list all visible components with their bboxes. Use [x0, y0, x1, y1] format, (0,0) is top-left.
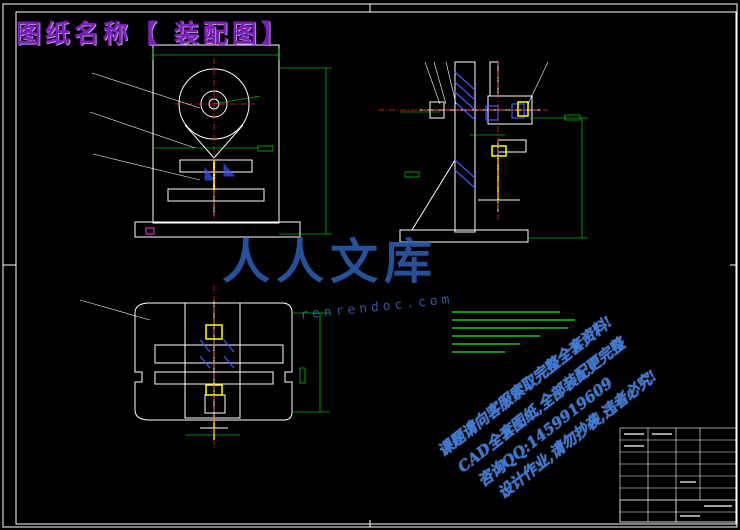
top-hatching [199, 339, 235, 369]
top-leaders [79, 299, 151, 321]
side-view [399, 61, 540, 243]
watermark-logo: 人人文库 [222, 234, 439, 290]
top-dimensions [185, 312, 330, 436]
front-upright-plate [152, 44, 280, 224]
top-crossbar-upper [154, 344, 284, 364]
side-vertical-post [489, 61, 499, 97]
top-nut-block [204, 394, 226, 414]
front-lower-bar [167, 188, 265, 202]
side-support-diagonal [411, 159, 456, 231]
side-dimensions [400, 111, 588, 239]
side-centerlines [378, 60, 548, 220]
front-centerlines [175, 58, 255, 222]
front-dimensions [152, 42, 332, 235]
title-block [619, 427, 737, 523]
front-view [134, 44, 301, 238]
front-hatch-left [204, 166, 215, 181]
side-base-plate [399, 229, 529, 243]
front-magenta-feature [145, 227, 155, 235]
top-base-outline [134, 302, 293, 421]
drawing-title-banner: 图纸名称【 装配图】 [16, 19, 290, 48]
side-upright-plate [454, 61, 476, 233]
side-yellow-parts [491, 101, 529, 200]
front-clamp-bar [179, 159, 253, 173]
front-hatch-right [223, 162, 236, 177]
front-base-plate [134, 221, 301, 238]
side-leaders [424, 61, 549, 105]
title-block-fill-marks [624, 433, 732, 517]
front-leaders [89, 72, 201, 181]
sheet-inner-frame [15, 11, 737, 525]
technical-notes [452, 311, 575, 353]
top-center-block [184, 302, 241, 419]
